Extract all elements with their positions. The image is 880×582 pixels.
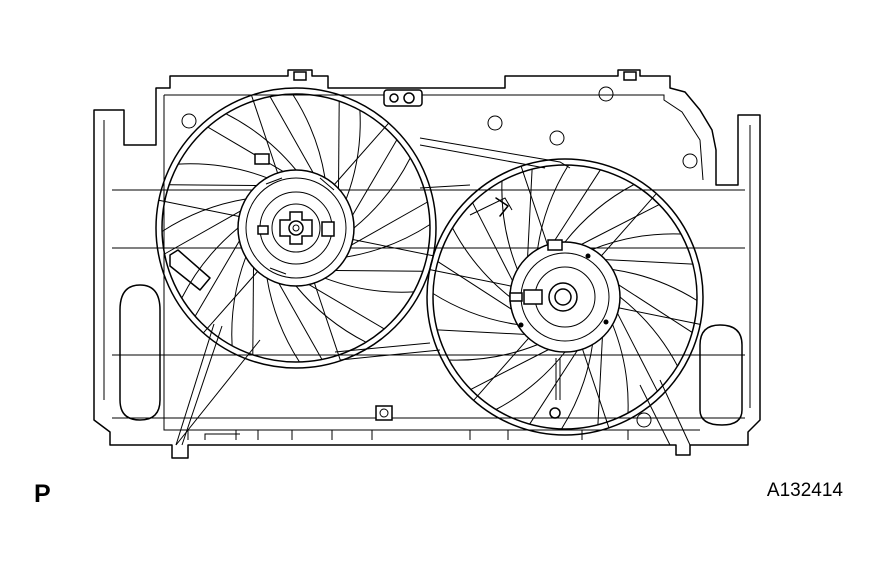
left-fan-blade-edge (351, 202, 427, 245)
right-fan-connector (524, 290, 542, 304)
left-fan-blade-edge (253, 267, 254, 354)
left-fan-support-spoke (334, 123, 388, 184)
right-fan-blade-edge (528, 169, 533, 257)
left-fan-ring-outer (156, 88, 436, 368)
right-fan-blade (613, 270, 697, 301)
right-fan-blade (496, 352, 565, 410)
left-fan-support-spoke (252, 95, 278, 173)
left-fan-blade-edge (165, 211, 241, 254)
right-fan-blade (565, 185, 634, 243)
figure-code: A132414 (766, 480, 843, 501)
right-fan-support-spoke (521, 166, 547, 245)
left-fan-blade-edge (208, 127, 283, 171)
right-fan-blade (449, 345, 538, 361)
right-fan-blade-edge (473, 203, 513, 281)
right-fan-support-spoke (619, 308, 700, 325)
view-label: P (34, 480, 51, 508)
right-fan-drain-plug (550, 408, 560, 418)
left-fan (156, 88, 436, 368)
right-fan-blade-edge (619, 285, 693, 333)
left-fan-support-spoke (203, 272, 257, 333)
right-fan-support-spoke (430, 270, 511, 287)
left-fan-support-spoke (159, 200, 239, 216)
left-fan-blade (346, 225, 430, 258)
left-fan-blade (226, 114, 296, 170)
right-fan-blade (562, 345, 593, 429)
left-fan-wire-clip (170, 250, 210, 290)
right-fan-blade-edge (553, 170, 601, 244)
left-fan-blade (162, 199, 246, 232)
right-fan-blade-edge (437, 330, 525, 335)
right-fan-support-spoke (583, 349, 609, 428)
left-fan-blade (293, 94, 326, 178)
right-fan-support-spoke (474, 338, 529, 400)
right-fan-blade-edge (618, 313, 658, 391)
left-fan-blade (296, 286, 366, 342)
right-fan-blade (613, 325, 629, 414)
right-fan (427, 159, 703, 435)
right-fan-blade-edge (530, 351, 578, 425)
left-fan-blade-edge (353, 140, 397, 215)
left-fan-support-spoke (353, 240, 433, 256)
left-fan-ring-inner (162, 94, 430, 362)
right-fan-blade-edge (471, 350, 549, 390)
right-fan-ring-inner (433, 165, 697, 429)
right-fan-blades (430, 165, 700, 429)
right-fan-blade (593, 234, 682, 250)
left-fan-blade-edge (195, 241, 239, 316)
right-fan-blade (620, 297, 678, 366)
left-fan-blade (178, 164, 267, 178)
left-fan-support-spoke (314, 283, 340, 361)
left-fan-blade (325, 278, 414, 292)
left-fan-blade-edge (279, 283, 322, 359)
left-fan-blades (159, 94, 433, 362)
right-fan-blade-edge (605, 260, 693, 265)
right-fan-blade-edge (438, 262, 512, 310)
left-fan-blade (346, 110, 360, 199)
left-fan-blade (182, 228, 238, 298)
left-fan-blade-edge (309, 285, 384, 329)
left-fan-blade (267, 278, 300, 362)
left-fan-connector (322, 222, 334, 236)
right-fan-blade (538, 165, 569, 249)
right-fan-ring-outer (427, 159, 703, 435)
right-fan-blade (502, 181, 518, 270)
left-fan-blade-edge (335, 271, 422, 272)
right-fan-blade (433, 294, 517, 325)
right-fan-blade (453, 228, 511, 297)
left-fan-blade (354, 158, 410, 228)
left-fan-blade-edge (169, 185, 256, 186)
right-fan-blade-edge (598, 337, 603, 425)
left-fan-blade (232, 257, 246, 346)
left-fan-blade-edge (270, 97, 313, 173)
right-fan-blade-edge (581, 205, 659, 245)
left-fan-blade-edge (339, 101, 340, 188)
right-fan-support-spoke (601, 194, 656, 256)
